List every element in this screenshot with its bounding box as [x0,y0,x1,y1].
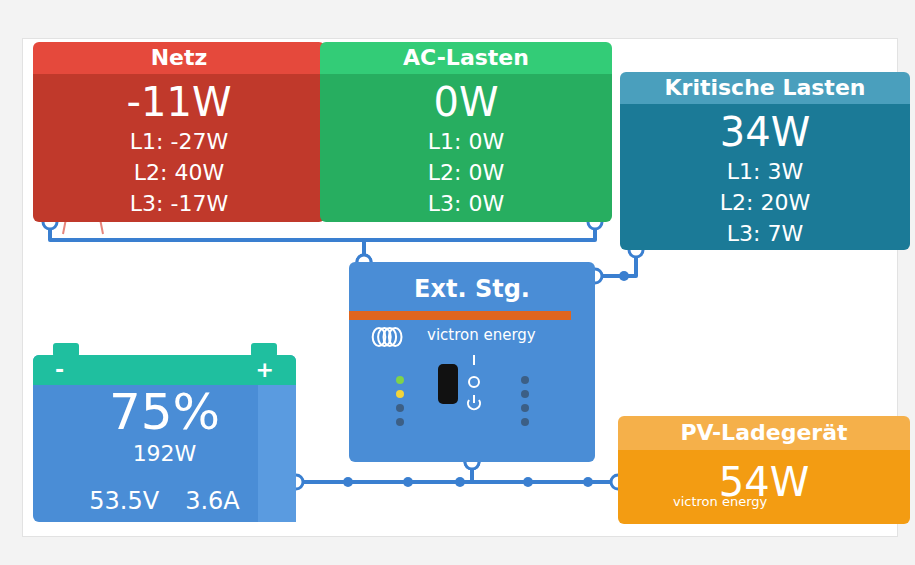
box-section: 75%192W [33,385,296,483]
orange-stripe [349,311,571,320]
box-section: 54W [618,450,910,524]
box-section: 53.5V 3.6A [33,483,296,519]
box-text: 192W [133,439,197,469]
box-text: 53.5V [89,484,159,518]
inverter-box: Ext. Stg. victron energy [349,262,595,462]
box-section: Kritische Lasten [620,72,910,104]
box-text: L1: -27W [130,126,228,157]
led [396,376,404,384]
connector-line [364,222,595,262]
logo-swirl [389,328,402,346]
led [521,418,529,426]
power-symbol [468,395,480,409]
box-text: Netz [33,42,325,74]
box-section: -11WL1: -27WL2: 40WL3: -17W [33,74,325,222]
box-text: 0W [434,78,499,126]
battery-box: -+75%192W53.5V3.6A [33,355,296,522]
box-text: - [55,355,64,385]
box-text: AC-Lasten [320,42,612,74]
box-text: L3: 0W [428,188,504,219]
box-text: victron energy [673,494,767,510]
box-text: L3: -17W [130,188,228,219]
box-text: 34W [720,108,810,156]
pv-charger-box: PV-Ladegerät54Wvictron energy [618,416,910,524]
box-text: L2: 40W [134,157,224,188]
box-section: Netz [33,42,325,74]
critical-loads-box: Kritische Lasten34WL1: 3WL2: 20WL3: 7W [620,72,910,250]
connector [357,215,602,269]
led [396,404,404,412]
box-text: Kritische Lasten [620,72,910,104]
ac-loads-box: AC-Lasten0WL1: 0WL2: 0WL3: 0W [320,42,612,222]
box-text: + [256,355,274,385]
box-text: L1: 0W [428,126,504,157]
box-text: 3.6A [185,484,240,518]
led [396,418,404,426]
box-section: -+ [33,355,296,385]
led [521,404,529,412]
battery-shade [258,385,296,522]
connector-line [296,462,472,482]
box-section: AC-Lasten [320,42,612,74]
box-text: -11W [127,78,232,126]
connector-line [50,222,364,262]
box-section: Ext. Stg. [349,262,595,310]
box-section: PV-Ladegerät [618,416,910,450]
led [396,390,404,398]
led [521,376,529,384]
switch-off-symbol [469,377,479,387]
box-section: victron energy [427,326,536,344]
connector-line [472,462,618,482]
box-text: L1: 3W [727,156,803,187]
connector [43,215,371,269]
box-text: Ext. Stg. [349,274,595,304]
grid-box: Netz-11WL1: -27WL2: 40WL3: -17W [33,42,325,222]
box-text: 75% [109,385,220,439]
box-text: L2: 0W [428,157,504,188]
switch-on-symbol [473,355,475,365]
box-text: PV-Ladegerät [618,417,910,449]
box-section: 0WL1: 0WL2: 0WL3: 0W [320,74,612,222]
box-section: 34WL1: 3WL2: 20WL3: 7W [620,104,910,250]
box-section: victron energy [673,494,767,510]
box-text: victron energy [427,326,536,344]
box-text: L2: 20W [720,187,810,218]
switch [438,364,458,404]
box-text: L3: 7W [727,218,803,249]
led [521,390,529,398]
